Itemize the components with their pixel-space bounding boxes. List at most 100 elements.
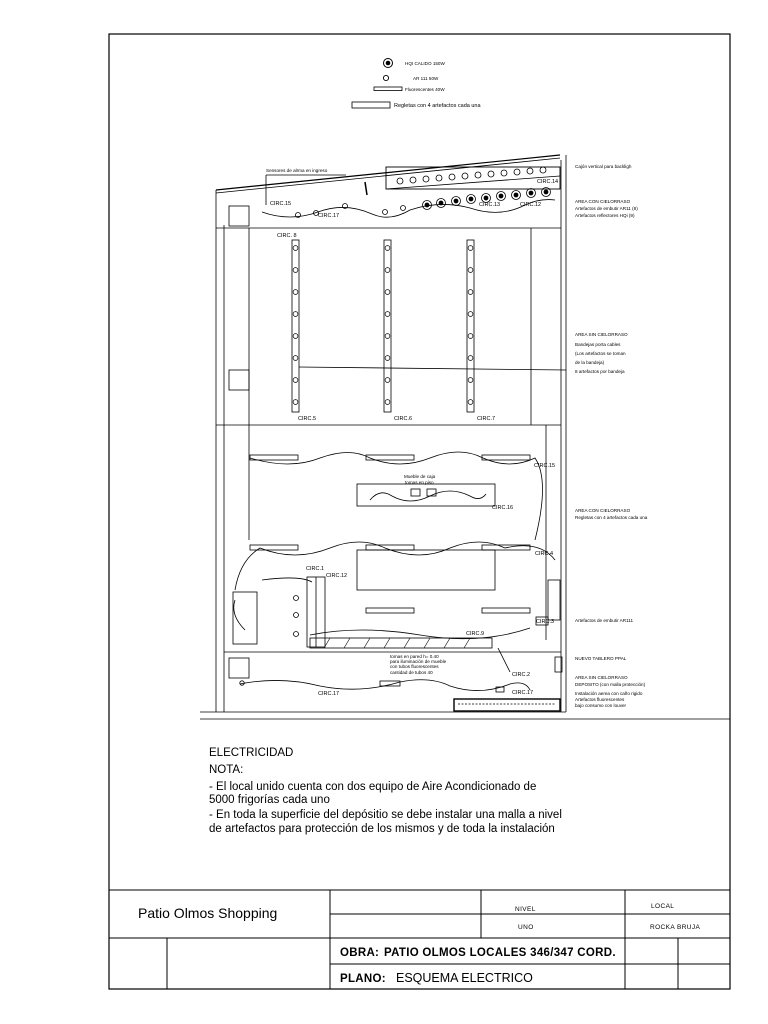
circuit-label: CIRC.17 bbox=[318, 213, 339, 219]
area-annotations: Cajón vertical para backligh AREA CON CI… bbox=[575, 164, 648, 708]
ar111-lamp-icon bbox=[292, 399, 299, 405]
svg-text:AREA SIN CIELORRASO: AREA SIN CIELORRASO bbox=[575, 675, 628, 680]
client-name: Patio Olmos Shopping bbox=[138, 905, 277, 921]
circuit-label: CIRC.17 bbox=[512, 690, 533, 696]
ar111-lamp-icon bbox=[292, 311, 299, 317]
fluorescent-icon bbox=[373, 86, 403, 91]
circuit-labels: CIRC.15 CIRC.17 CIRC.13 CIRC.14 CIRC.12 … bbox=[270, 179, 558, 697]
notes-title: ELECTRICIDAD bbox=[209, 747, 293, 759]
ar111-lamp-icon bbox=[467, 267, 474, 273]
note-line: de artefactos para protección de los mis… bbox=[209, 823, 555, 835]
cable-trays bbox=[291, 239, 475, 413]
backlight-fixtures bbox=[396, 166, 547, 185]
circuit-label: CIRC.15 bbox=[270, 201, 291, 207]
local-label: LOCAL bbox=[651, 903, 674, 910]
ar111-lamp-icon bbox=[384, 377, 391, 383]
circuit-label: CIRC.14 bbox=[537, 179, 558, 185]
notes-block: ELECTRICIDAD NOTA: - El local unido cuen… bbox=[209, 747, 562, 835]
wall-outlets-note: tomas en pared h= 0.40 para iluminación … bbox=[390, 654, 447, 675]
hqi-fixtures-front bbox=[422, 187, 551, 210]
ar111-lamp-icon bbox=[467, 399, 474, 405]
circuit-label: CIRC.6 bbox=[394, 416, 412, 422]
svg-text:AREA SIN CIELORRASO: AREA SIN CIELORRASO bbox=[575, 332, 628, 337]
circuit-label: CIRC.7 bbox=[477, 416, 495, 422]
svg-text:Bandejas porta cables: Bandejas porta cables bbox=[575, 342, 621, 347]
title-block-text: Patio Olmos Shopping NIVEL UNO LOCAL ROC… bbox=[138, 903, 701, 985]
circuit-label: CIRC.16 bbox=[492, 505, 513, 511]
ar111-lamp-icon bbox=[292, 289, 299, 295]
legend-ar111-label: AR 111 50W bbox=[413, 76, 439, 81]
ar111-lamp-icon bbox=[292, 355, 299, 361]
hqi-lamp-icon bbox=[383, 58, 393, 68]
circuit-label: CIRC.9 bbox=[466, 631, 484, 637]
svg-text:Instalación aerea con caño rig: Instalación aerea con caño rigido bbox=[575, 691, 643, 696]
local-value: ROCKA BRUJA bbox=[650, 924, 701, 931]
svg-text:NUEVO TABLERO PPAL: NUEVO TABLERO PPAL bbox=[575, 656, 627, 661]
circuit-label: CIRC.17 bbox=[318, 691, 339, 697]
svg-text:Artefactos reflectores HQi (9): Artefactos reflectores HQi (9) bbox=[575, 213, 635, 218]
ar111-lamp-icon bbox=[467, 377, 474, 383]
plan-labels: Sensores de alrma en ingreso Mueble de c… bbox=[266, 168, 447, 675]
obra-label: OBRA: bbox=[340, 947, 379, 959]
ar111-lamp-icon bbox=[382, 74, 390, 82]
svg-text:8 artefactos por bandeja: 8 artefactos por bandeja bbox=[575, 369, 625, 374]
legend: HQI CALIDO 150W AR 111 50W Fluorescentes… bbox=[351, 58, 481, 109]
ar111-lamp-icon bbox=[384, 267, 391, 273]
ar111-lamp-icon bbox=[384, 355, 391, 361]
ar111-lamp-icon bbox=[467, 311, 474, 317]
ar111-lamp-icon bbox=[384, 289, 391, 295]
note-line: - El local unido cuenta con dos equipo d… bbox=[209, 781, 536, 793]
svg-text:(Los artefactos se toman: (Los artefactos se toman bbox=[575, 351, 626, 356]
power-strip-icon bbox=[351, 101, 391, 109]
circuit-label: CIRC.3 bbox=[536, 619, 554, 625]
circuit-label: CIRC. 8 bbox=[277, 233, 297, 239]
notes-subtitle: NOTA: bbox=[209, 764, 243, 776]
circuit-label: CIRC.12 bbox=[520, 202, 541, 208]
svg-text:Artefactos de embutir AR111: Artefactos de embutir AR111 bbox=[575, 618, 633, 623]
circuit-label: CIRC.5 bbox=[298, 416, 316, 422]
svg-text:cantidad de tubos 40: cantidad de tubos 40 bbox=[390, 670, 433, 675]
ar111-lamp-icon bbox=[292, 333, 299, 339]
annotation-cajon: Cajón vertical para backligh bbox=[575, 164, 632, 169]
svg-text:AREA CON CIELORRASO: AREA CON CIELORRASO bbox=[575, 508, 631, 513]
svg-text:DEPOSITO (con malla protección: DEPOSITO (con malla protección) bbox=[575, 682, 646, 687]
obra-value: PATIO OLMOS LOCALES 346/347 CORD. bbox=[384, 947, 616, 959]
plano-label: PLANO: bbox=[340, 973, 386, 985]
ar111-lamp-icon bbox=[467, 355, 474, 361]
mueble-sub-label: tomas en piso bbox=[405, 480, 434, 485]
plano-value: ESQUEMA ELECTRICO bbox=[396, 971, 533, 985]
sensor-label: Sensores de alrma en ingreso bbox=[266, 168, 328, 173]
ar111-lamp-icon bbox=[292, 245, 299, 251]
svg-text:para iluminación de mueble: para iluminación de mueble bbox=[390, 659, 447, 664]
svg-text:de la bandeja): de la bandeja) bbox=[575, 360, 605, 365]
ar111-lamp-icon bbox=[292, 377, 299, 383]
legend-hqi-label: HQI CALIDO 150W bbox=[405, 61, 445, 66]
circuit-label: CIRC.13 bbox=[479, 202, 500, 208]
ar111-lamp-icon bbox=[384, 399, 391, 405]
legend-fluor-label: Fluorescentes 40W bbox=[405, 87, 445, 92]
note-line: - En toda la superficie del depósitio se… bbox=[209, 809, 562, 821]
ar111-lamp-icon bbox=[384, 333, 391, 339]
title-block bbox=[109, 889, 730, 989]
ar111-lamp-icon bbox=[384, 311, 391, 317]
circuit-label: CIRC.4 bbox=[535, 551, 553, 557]
nivel-value: UNO bbox=[518, 924, 534, 931]
svg-text:Artefactos fluorescentes: Artefactos fluorescentes bbox=[575, 697, 625, 702]
circuit-label: CIRC.1 bbox=[306, 566, 324, 572]
svg-text:tomas en pared h= 0.40: tomas en pared h= 0.40 bbox=[390, 654, 439, 659]
legend-strip-label: Regletas con 4 artefactos cada una bbox=[394, 103, 481, 109]
ar111-lamp-icon bbox=[384, 245, 391, 251]
circuit-label: CIRC.15 bbox=[534, 463, 555, 469]
note-line: 5000 frigorías cada uno bbox=[209, 794, 330, 806]
svg-text:bajo consumo con louver: bajo consumo con louver bbox=[575, 703, 627, 708]
ar111-lamp-icon bbox=[292, 267, 299, 273]
nivel-label: NIVEL bbox=[515, 906, 536, 913]
circuit-label: CIRC.2 bbox=[512, 672, 530, 678]
svg-text:Artefactos de embutir AR11 (8): Artefactos de embutir AR11 (8) bbox=[575, 206, 638, 211]
ar111-lamp-icon bbox=[467, 333, 474, 339]
ar111-lamp-icon bbox=[467, 245, 474, 251]
mueble-label: Mueble de caja bbox=[404, 474, 436, 479]
svg-text:AREA CON CIELORRASO: AREA CON CIELORRASO bbox=[575, 199, 631, 204]
circuit-label: CIRC.12 bbox=[326, 573, 347, 579]
